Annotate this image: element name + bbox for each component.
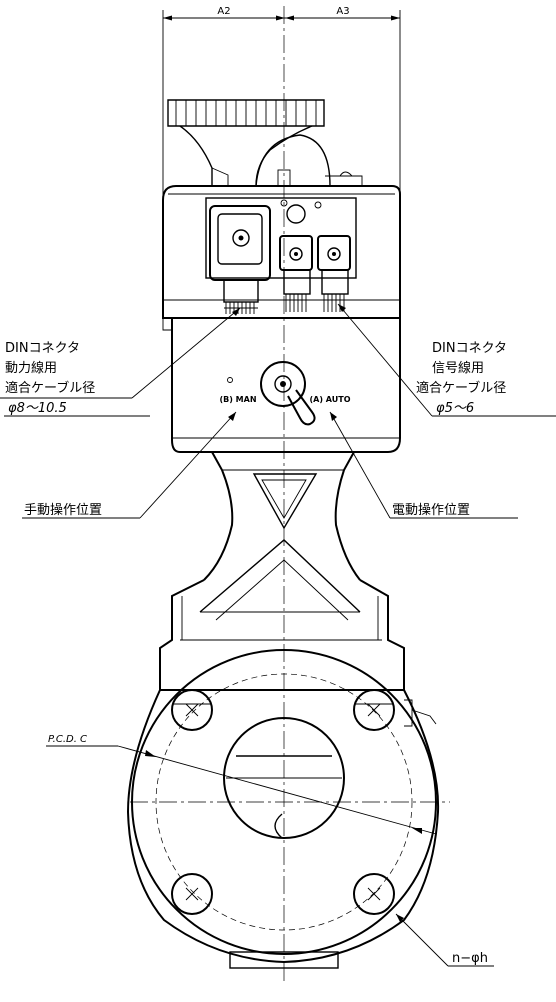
bolt-holes-label: n−φh [452, 951, 488, 966]
left-connector-line2: 動力線用 [5, 360, 57, 376]
electric-position-label: 電動操作位置 [392, 502, 470, 518]
yoke [203, 451, 361, 581]
left-connector-spec: φ8〜10.5 [8, 401, 67, 416]
actuator-body [162, 185, 401, 319]
left-connector-line1: DINコネクタ [5, 341, 80, 356]
right-connector-line1: DINコネクタ [432, 341, 507, 356]
left-connector-leader [0, 307, 241, 399]
manual-position-label: 手動操作位置 [24, 502, 102, 518]
right-connector-line2: 信号線用 [432, 360, 484, 376]
handwheel [167, 99, 363, 187]
right-connector-spec: φ5〜6 [436, 401, 474, 416]
dim-a2-label: A2 [217, 6, 230, 17]
right-connector-leader [337, 303, 556, 417]
bonnet [159, 539, 437, 727]
pcd-leader [46, 745, 437, 835]
pcd-label: P.C.D. C [48, 734, 87, 745]
flange [126, 649, 440, 969]
dimension-lines [162, 10, 401, 300]
switch-auto-label: (A) AUTO [310, 395, 351, 404]
actuator-lower [162, 317, 401, 453]
dim-a3-label: A3 [336, 6, 349, 17]
left-connector-line3: 適合ケーブル径 [5, 380, 95, 396]
bolt-holes-leader [395, 913, 494, 967]
switch-man-label: (B) MAN [219, 395, 256, 404]
manual-position-leader [22, 411, 237, 519]
electric-position-leader [329, 411, 518, 519]
right-connector-line3: 適合ケーブル径 [416, 380, 506, 396]
